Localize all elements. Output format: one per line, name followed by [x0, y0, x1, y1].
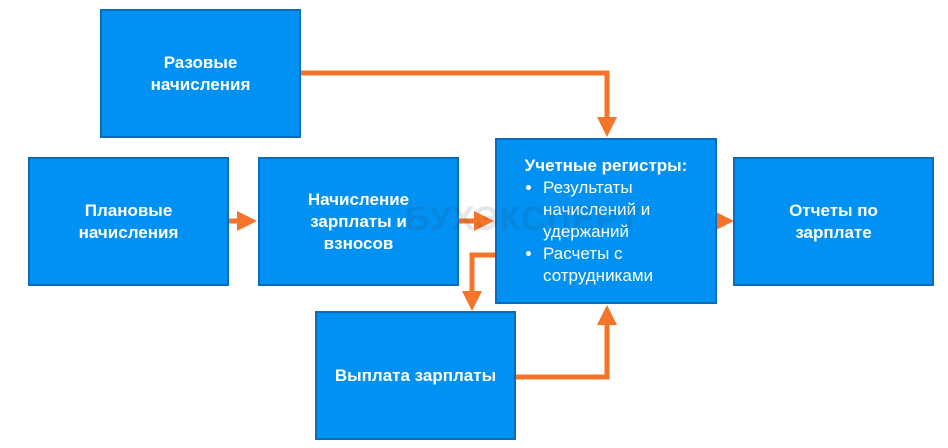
box-label: Начисление зарплаты и взносов	[307, 189, 410, 253]
box-salary-payout: Выплата зарплаты	[315, 311, 516, 440]
registers-item: Расчеты с сотрудниками	[543, 243, 653, 287]
box-payroll-accrual: Начисление зарплаты и взносов	[258, 157, 459, 286]
box-label: Выплата зарплаты	[334, 365, 497, 385]
registers-title: Учетные регистры:	[524, 156, 688, 175]
arrow-onetime-to-registers	[301, 70, 617, 137]
box-label: Разовые начисления	[150, 52, 251, 94]
registers-item: Результаты начислений и удержаний	[543, 177, 653, 243]
arrow-registers-to-payout	[462, 252, 495, 311]
box-accounting-registers: Учетные регистры: Результаты начислений …	[495, 138, 717, 304]
registers-list: Результаты начислений и удержаний Расчет…	[507, 177, 653, 287]
box-label: Отчеты по зарплате	[789, 200, 878, 242]
watermark: БУХЭКСПЕРТ	[405, 200, 641, 238]
box-label: Плановые начисления	[78, 200, 179, 242]
box-planned-accruals: Плановые начисления	[28, 157, 229, 286]
box-payroll-reports: Отчеты по зарплате	[733, 157, 934, 286]
box-one-time-accruals: Разовые начисления	[100, 9, 301, 138]
arrow-payout-to-registers	[516, 305, 617, 380]
